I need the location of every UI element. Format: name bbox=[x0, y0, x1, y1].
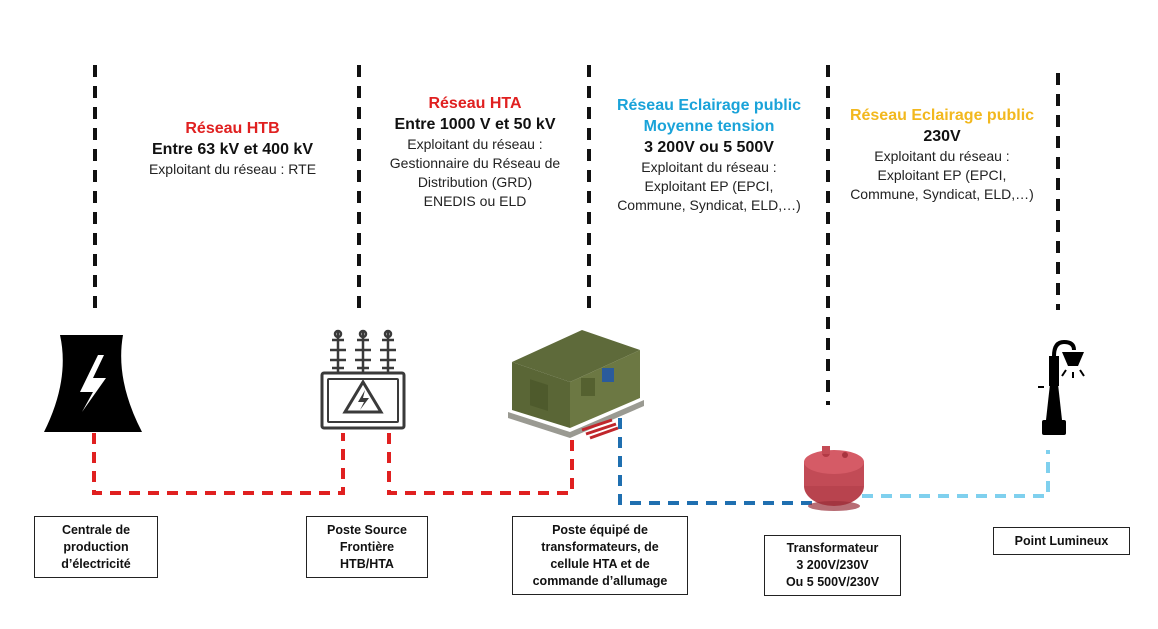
label-equipped-substation-line-1: Poste équipé de bbox=[552, 522, 648, 537]
zone-ep-mt-operator-2: Exploitant EP (EPCI, bbox=[644, 178, 774, 194]
hta-line bbox=[387, 433, 574, 495]
zone-ep-bt-operator-2: Exploitant EP (EPCI, bbox=[877, 167, 1007, 183]
zone-hta-operator-1: Exploitant du réseau : bbox=[407, 136, 543, 152]
zone-hta: Réseau HTA Entre 1000 V et 50 kV Exploit… bbox=[370, 93, 580, 211]
zone-htb-title: Réseau HTB bbox=[185, 120, 280, 137]
label-power-plant-line-2: production bbox=[63, 539, 129, 554]
substation-transformer-icon bbox=[320, 329, 406, 430]
label-source-substation: Poste Source Frontière HTB/HTA bbox=[306, 516, 428, 578]
label-power-plant: Centrale de production d’électricité bbox=[34, 516, 158, 578]
ep-bt-line bbox=[862, 450, 1050, 498]
ep-mt-line bbox=[618, 418, 820, 505]
zone-htb-voltage: Entre 63 kV et 400 kV bbox=[152, 141, 313, 158]
zone-ep-bt-operator-1: Exploitant du réseau : bbox=[874, 148, 1010, 164]
zone-ep-bt-title: Réseau Eclairage public bbox=[849, 107, 1035, 124]
zone-ep-bt-voltage: 230V bbox=[923, 128, 961, 145]
zone-ep-bt: Réseau Eclairage public 230V Exploitant … bbox=[836, 105, 1048, 204]
label-light-point: Point Lumineux bbox=[993, 527, 1130, 555]
zone-ep-mt-voltage: 3 200V ou 5 500V bbox=[644, 139, 774, 156]
zone-hta-operator-3: Distribution (GRD) bbox=[417, 174, 533, 190]
label-power-plant-line-1: Centrale de bbox=[61, 522, 131, 537]
label-equipped-substation-line-4: commande d’allumage bbox=[532, 573, 668, 588]
street-lamp-icon bbox=[1038, 339, 1085, 435]
label-lighting-transformer-line-3: Ou 5 500V/230V bbox=[785, 575, 880, 589]
zone-dividers bbox=[93, 65, 1060, 405]
zone-ep-mt: Réseau Eclairage public Moyenne tension … bbox=[600, 95, 818, 215]
label-lighting-transformer-line-1: Transformateur bbox=[786, 541, 879, 555]
label-light-point-line-1: Point Lumineux bbox=[1014, 533, 1109, 548]
power-plant-icon bbox=[44, 335, 142, 432]
label-source-substation-line-1: Poste Source bbox=[327, 522, 407, 537]
label-source-substation-line-2: Frontière bbox=[339, 539, 395, 554]
zone-ep-bt-operator-3: Commune, Syndicat, ELD,…) bbox=[850, 186, 1034, 202]
zone-hta-operator-2: Gestionnaire du Réseau de bbox=[389, 155, 561, 171]
zone-ep-mt-operator-1: Exploitant du réseau : bbox=[641, 159, 777, 175]
label-lighting-transformer: Transformateur 3 200V/230V Ou 5 500V/230… bbox=[764, 535, 901, 596]
label-source-substation-line-3: HTB/HTA bbox=[340, 556, 394, 571]
htb-line bbox=[92, 433, 345, 495]
zone-hta-title: Réseau HTA bbox=[428, 95, 522, 112]
zone-ep-mt-title-1: Réseau Eclairage public bbox=[616, 97, 802, 114]
zone-hta-voltage: Entre 1000 V et 50 kV bbox=[394, 116, 556, 133]
zone-htb-operator: Exploitant du réseau : RTE bbox=[148, 161, 317, 177]
label-lighting-transformer-line-2: 3 200V/230V bbox=[796, 558, 869, 572]
zone-hta-operator-4: ENEDIS ou ELD bbox=[423, 193, 527, 209]
zone-ep-mt-title-2: Moyenne tension bbox=[643, 118, 775, 135]
zone-htb: Réseau HTB Entre 63 kV et 400 kV Exploit… bbox=[130, 118, 335, 179]
label-equipped-substation: Poste équipé de transformateurs, de cell… bbox=[512, 516, 688, 595]
connection-lines bbox=[92, 418, 1050, 505]
lighting-transformer-icon bbox=[804, 446, 864, 511]
zone-ep-mt-operator-3: Commune, Syndicat, ELD,…) bbox=[617, 197, 801, 213]
label-equipped-substation-line-2: transformateurs, de bbox=[541, 539, 659, 554]
label-equipped-substation-line-3: cellule HTA et de bbox=[550, 556, 650, 571]
label-power-plant-line-3: d’électricité bbox=[61, 556, 131, 571]
equipped-substation-icon bbox=[508, 330, 644, 440]
